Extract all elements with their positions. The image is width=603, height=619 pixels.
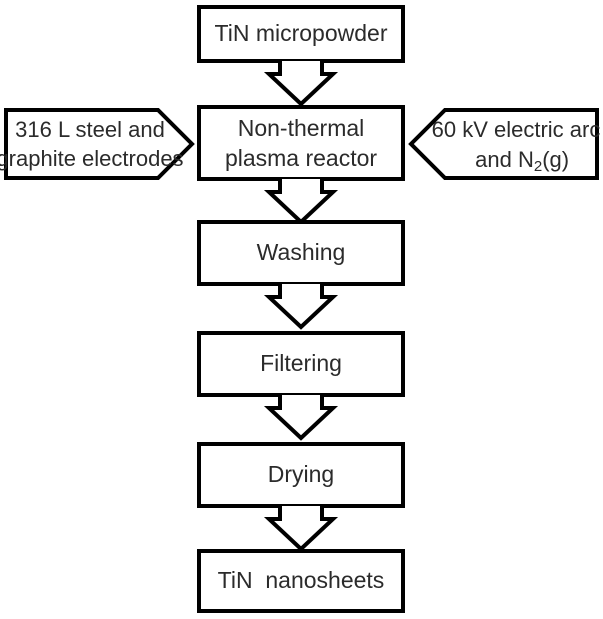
step-2-label-line2: plasma reactor [225, 145, 377, 171]
step-4-label: Filtering [260, 350, 342, 376]
step-5-box[interactable] [197, 442, 405, 508]
input-right-label-pre: and N [475, 147, 534, 172]
connector-arrow-1 [263, 61, 339, 107]
step-1-label: TiN micropowder [215, 20, 388, 46]
input-right-label-subscript: 2 [534, 158, 542, 175]
input-right-label-line1: 60 kV electric arc [432, 117, 601, 142]
node-step-3[interactable]: Washing [197, 220, 405, 286]
arrow-down-icon [263, 179, 339, 225]
step-5-label: Drying [268, 461, 334, 487]
node-step-1[interactable]: TiN micropowder [197, 5, 405, 63]
node-step-5[interactable]: Drying [197, 442, 405, 508]
arrow-down-icon [263, 506, 339, 552]
arrow-down-icon [263, 284, 339, 330]
step-3-label: Washing [257, 239, 346, 265]
node-step-4[interactable]: Filtering [197, 331, 405, 397]
connector-arrow-5 [263, 506, 339, 552]
input-left-label-line2: graphite electrodes [0, 146, 184, 171]
step-2-label-line1: Non-thermal [238, 115, 365, 141]
connector-arrow-4 [263, 395, 339, 441]
node-step-6[interactable]: TiN nanosheets [197, 549, 405, 613]
step-6-label: TiN nanosheets [218, 567, 385, 593]
step-4-box[interactable] [197, 331, 405, 397]
arrow-down-icon [263, 395, 339, 441]
input-right-label-post: (g) [542, 147, 569, 172]
input-left-shape[interactable] [4, 108, 195, 180]
connector-arrow-2 [263, 179, 339, 225]
input-right-pentagon[interactable]: 60 kV electric arc and N2(g) [408, 108, 603, 180]
node-step-2[interactable]: Non-thermal plasma reactor [197, 105, 405, 181]
input-right-shape[interactable] [408, 108, 599, 180]
input-left-pentagon[interactable]: 316 L steel and graphite electrodes [0, 108, 195, 180]
input-left-label-line1: 316 L steel and [15, 117, 165, 142]
step-6-box[interactable] [197, 549, 405, 613]
input-right-label-line2: and N2(g) [420, 147, 603, 175]
arrow-down-icon [263, 61, 339, 107]
connector-arrow-3 [263, 284, 339, 330]
